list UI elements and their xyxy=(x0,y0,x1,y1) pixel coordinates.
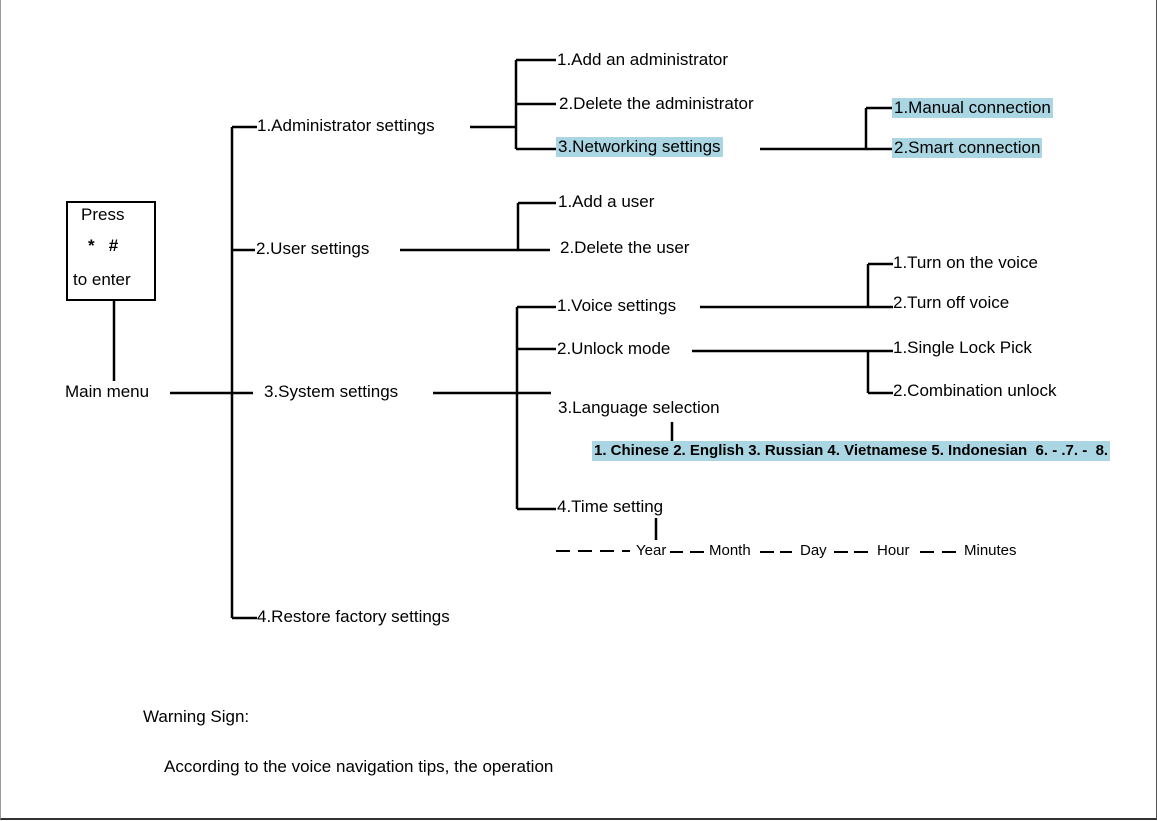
press-to-enter-box: Press * # to enter xyxy=(66,201,156,301)
manual-connection: 1.Manual connection xyxy=(892,98,1053,118)
restore-factory-settings: 4.Restore factory settings xyxy=(257,607,450,626)
administrator-settings: 1.Administrator settings xyxy=(257,116,435,135)
delete-user: 2.Delete the user xyxy=(560,238,690,257)
press-label: Press xyxy=(81,205,125,224)
star-hash-keys: * # xyxy=(88,236,119,255)
warning-title: Warning Sign: xyxy=(143,707,250,726)
time-year: Year xyxy=(636,542,667,559)
turn-off-voice: 2.Turn off voice xyxy=(893,293,1010,312)
user-settings: 2.User settings xyxy=(256,239,370,258)
time-setting: 4.Time setting xyxy=(557,497,664,516)
unlock-mode: 2.Unlock mode xyxy=(557,339,671,358)
language-options: 1. Chinese 2. English 3. Russian 4. Viet… xyxy=(592,441,1111,461)
voice-settings: 1.Voice settings xyxy=(557,296,677,315)
single-lock-pick: 1.Single Lock Pick xyxy=(893,338,1032,357)
language-selection: 3.Language selection xyxy=(558,398,720,417)
system-settings: 3.System settings xyxy=(264,382,399,401)
main-menu-label: Main menu xyxy=(65,382,150,401)
warning-text: According to the voice navigation tips, … xyxy=(164,757,554,776)
add-administrator: 1.Add an administrator xyxy=(557,50,729,69)
smart-connection: 2.Smart connection xyxy=(892,138,1043,158)
time-month: Month xyxy=(709,542,751,559)
delete-administrator: 2.Delete the administrator xyxy=(559,94,754,113)
time-hour: Hour xyxy=(877,542,910,559)
combination-unlock: 2.Combination unlock xyxy=(893,381,1057,400)
to-enter-label: to enter xyxy=(73,270,131,289)
add-user: 1.Add a user xyxy=(558,192,655,211)
networking-settings: 3.Networking settings xyxy=(556,137,723,157)
time-day: Day xyxy=(800,542,827,559)
turn-on-voice: 1.Turn on the voice xyxy=(893,253,1038,272)
time-minutes: Minutes xyxy=(964,542,1017,559)
